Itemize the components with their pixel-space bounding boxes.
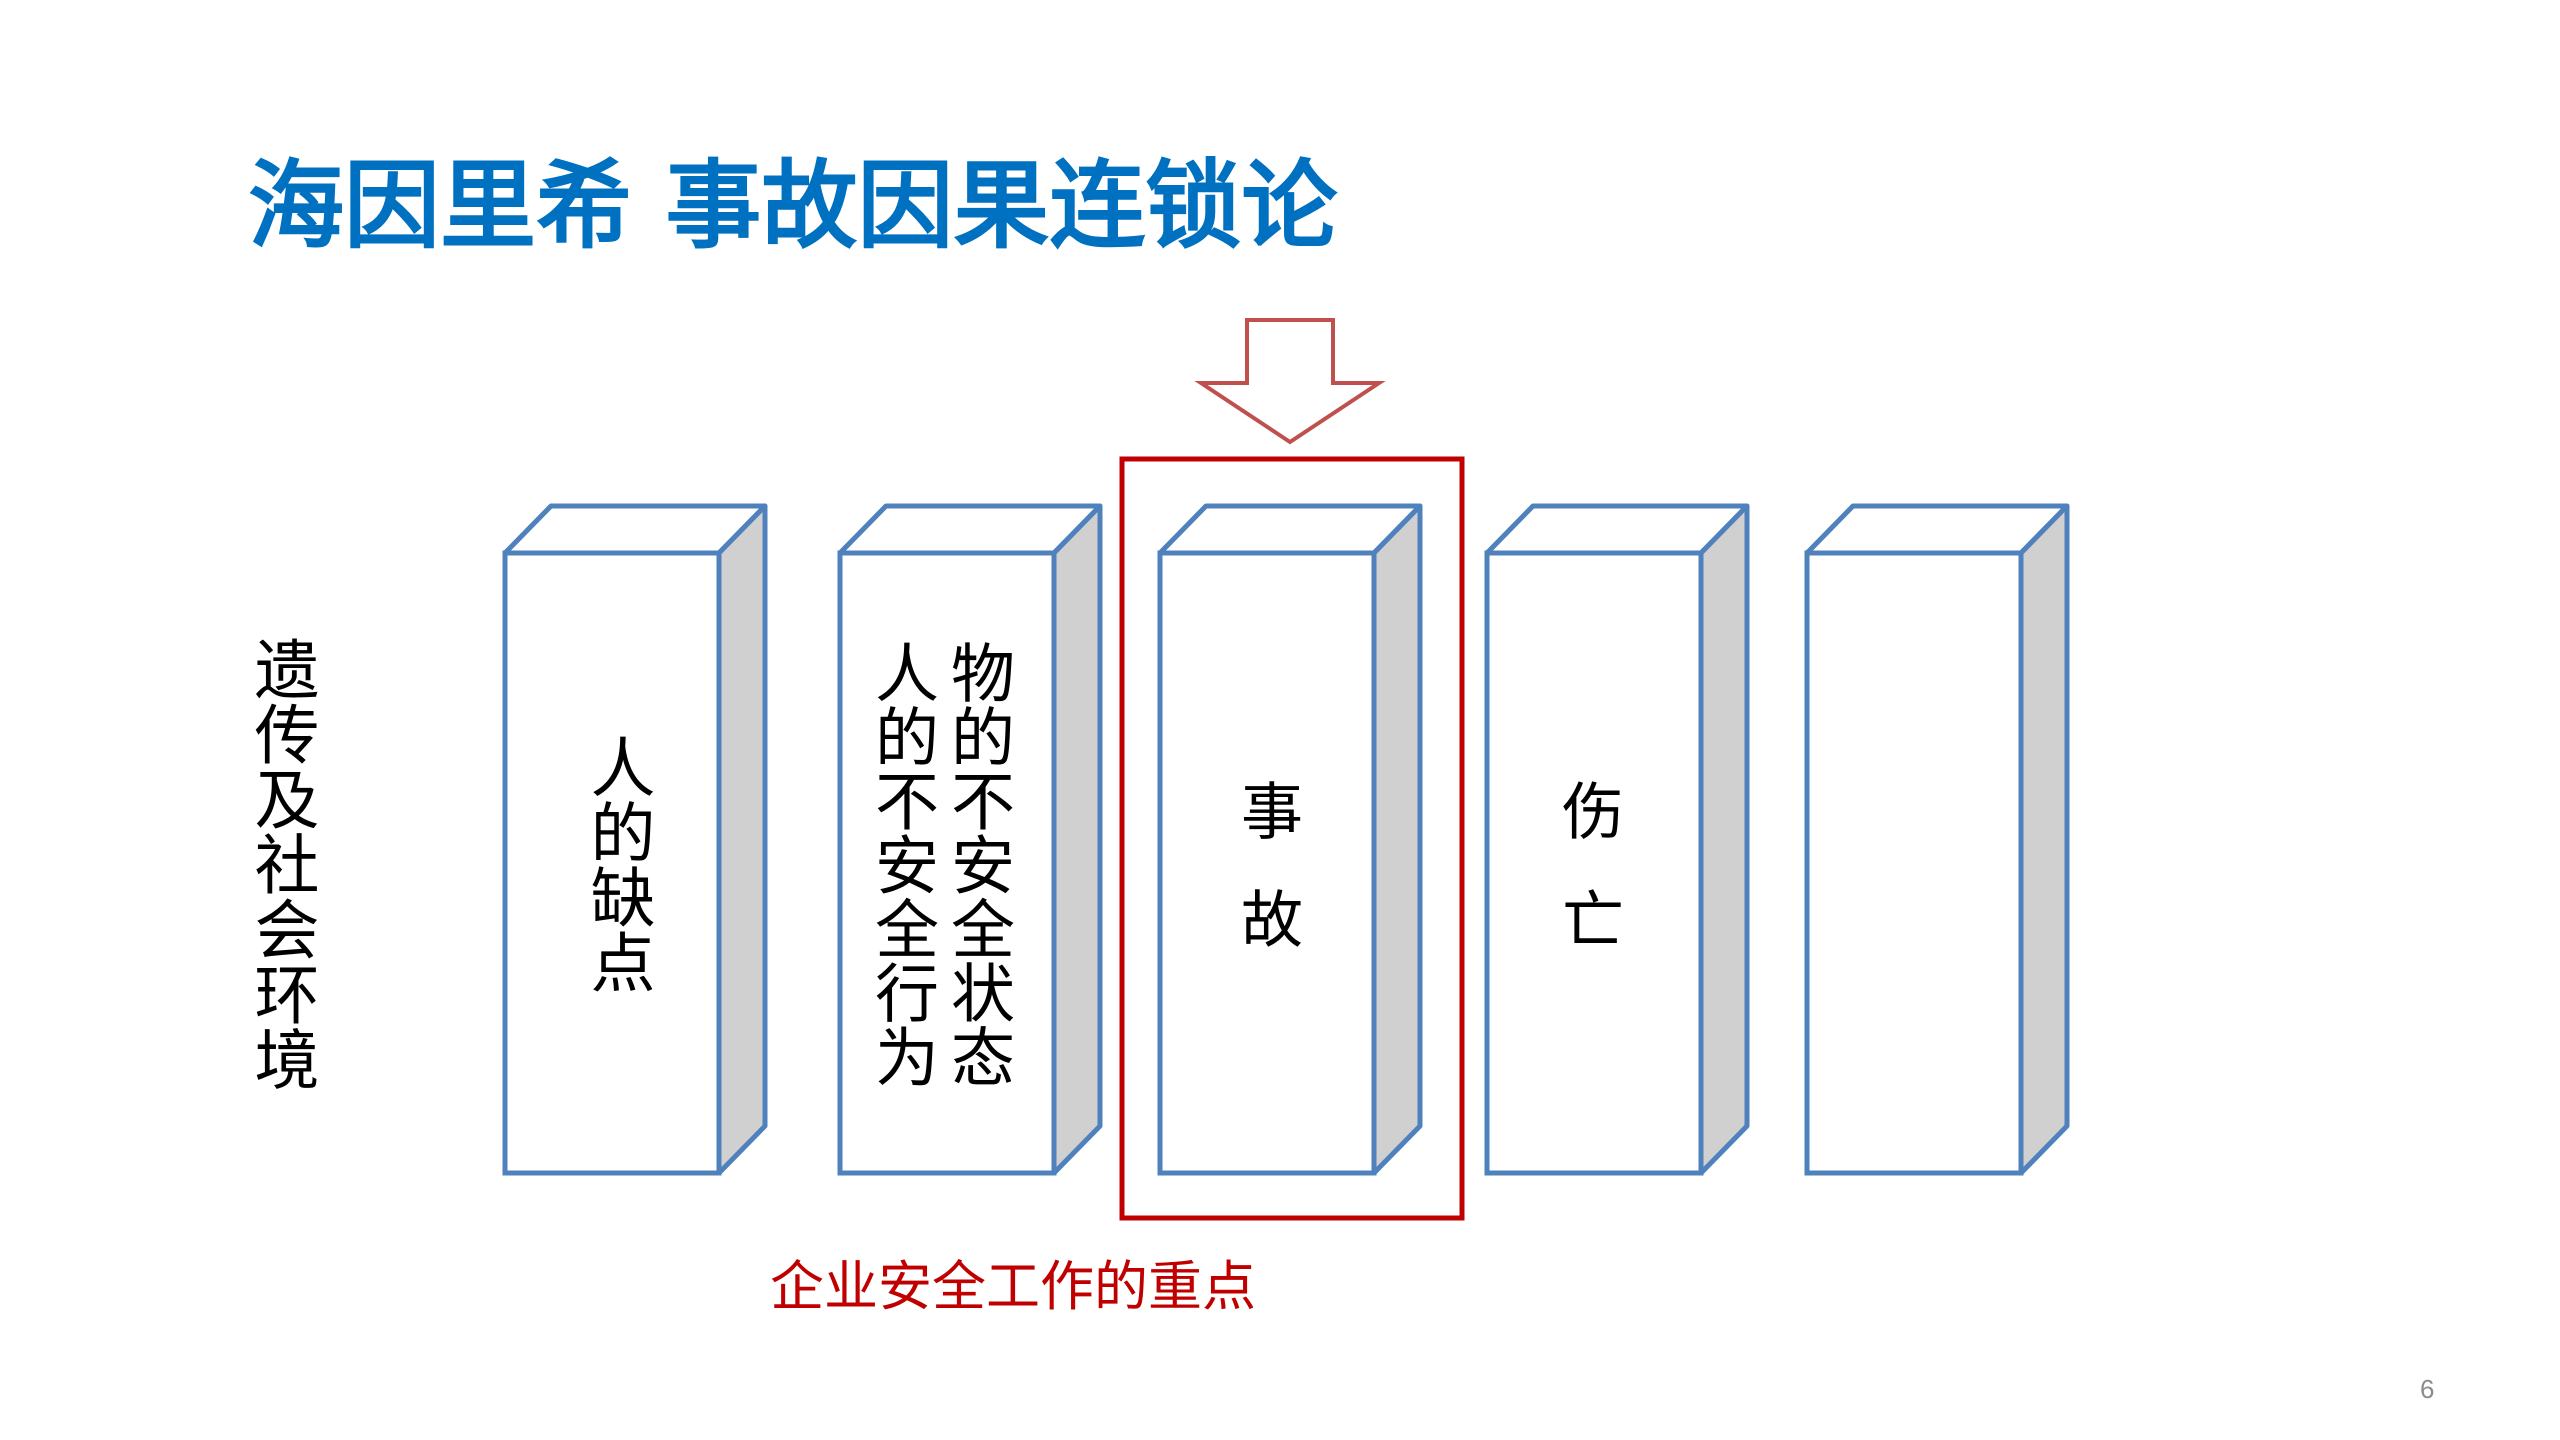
slide-title: 海因里希 事故因果连锁论 [248, 150, 1338, 262]
domino-2 [837, 503, 1103, 1176]
domino-side-face [2018, 503, 2070, 1176]
down-arrow-icon [1194, 318, 1386, 445]
highlight-caption: 企业安全工作的重点 [770, 1255, 1256, 1318]
domino-side-face [1371, 503, 1423, 1176]
domino-side-face [1051, 503, 1103, 1176]
domino-front-face [1484, 550, 1704, 1176]
domino-2-label-unsafe-condition: 物的不安全状态 [940, 640, 1014, 1088]
domino-4-label: 伤亡 [1551, 779, 1624, 995]
domino-3-label: 事故 [1230, 779, 1303, 995]
domino-5 [1804, 503, 2070, 1176]
domino-1-label: 人的缺点 [579, 734, 654, 994]
domino-front-face [1157, 550, 1377, 1176]
heredity-environment-label: 遗传及社会环境 [243, 636, 318, 1091]
domino-2-label-unsafe-act: 人的不安全行为 [864, 640, 938, 1088]
domino-1 [502, 503, 768, 1176]
domino-4 [1484, 503, 1750, 1176]
highlight-frame [1119, 456, 1465, 1221]
domino-side-face [1698, 503, 1750, 1176]
domino-front-face [1804, 550, 2024, 1176]
domino-side-face [716, 503, 768, 1176]
domino-front-face [837, 550, 1057, 1176]
page-number: 6 [2420, 1374, 2435, 1404]
domino-3 [1157, 503, 1423, 1176]
domino-front-face [502, 550, 722, 1176]
